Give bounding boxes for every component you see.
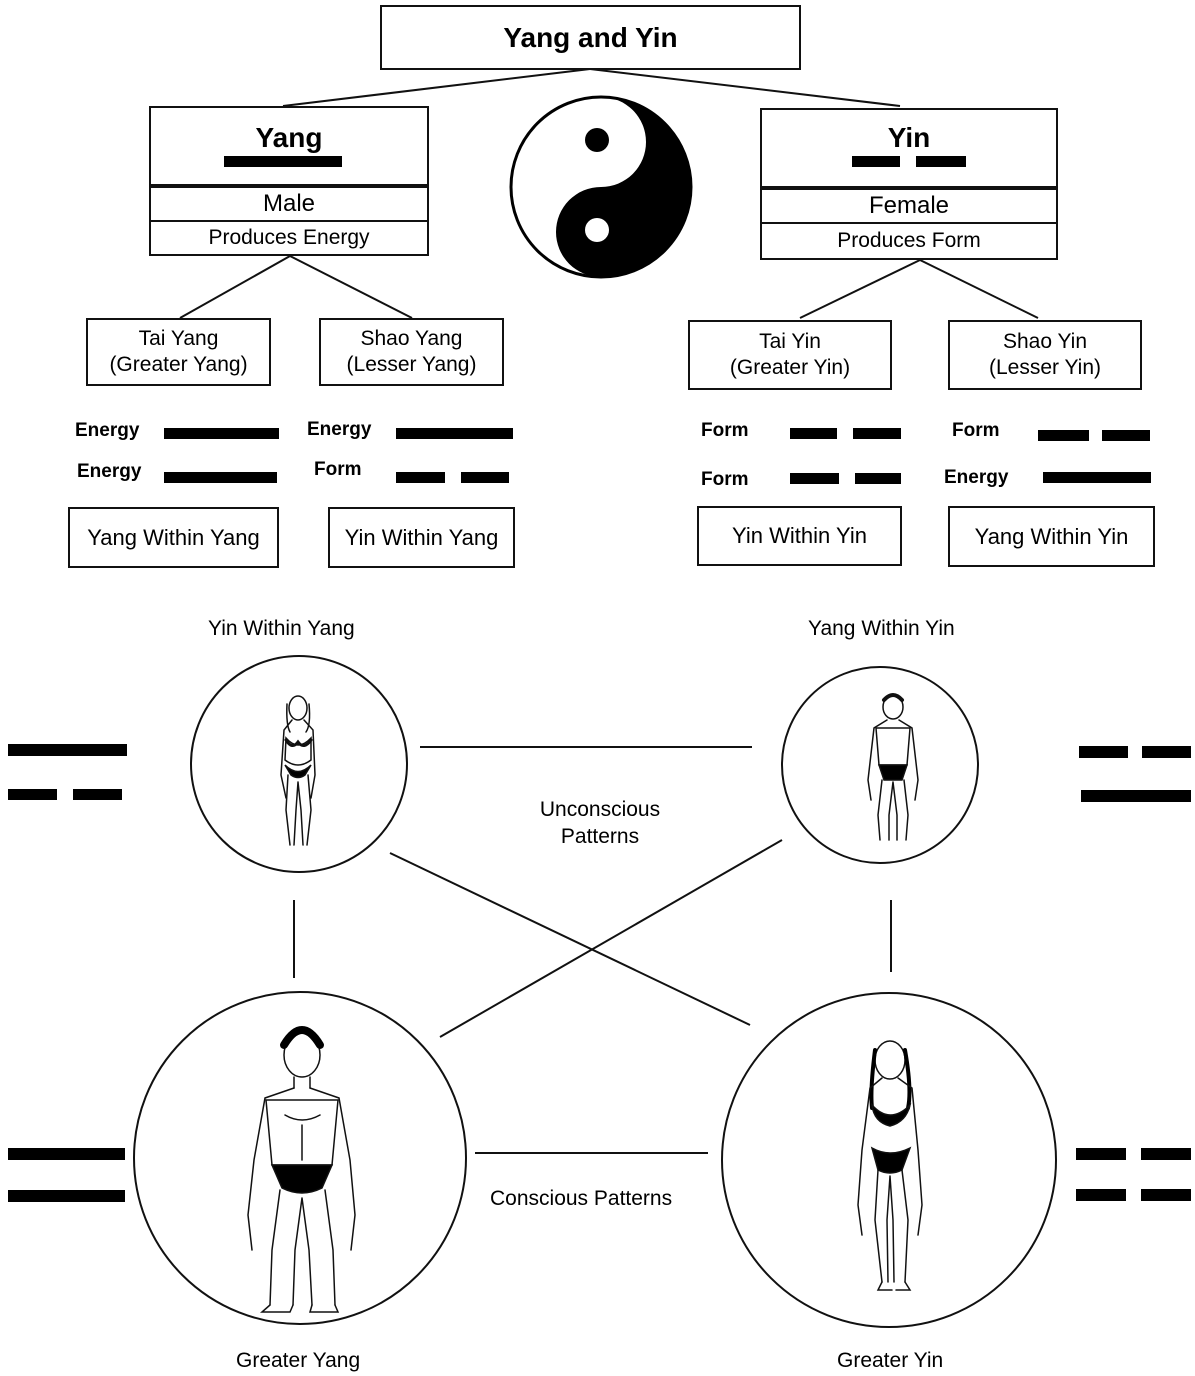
- yang-title: Yang: [255, 122, 323, 153]
- shao-yin-line2-label: Energy: [944, 467, 1009, 488]
- tai-yang-title: Tai Yang (Greater Yang): [109, 326, 248, 376]
- tai-yin-line2-broken-right: [855, 473, 901, 484]
- male-figure-small-icon: [867, 693, 919, 841]
- label-conscious-patterns: Conscious Patterns: [490, 1187, 673, 1210]
- connector-title-yang: [282, 68, 591, 107]
- shao-yin-line2-solid: [1043, 472, 1151, 483]
- circle-greater-yin: [721, 992, 1057, 1328]
- female-figure-large-icon: [857, 1040, 923, 1291]
- yang-gender-box: Male: [149, 186, 429, 222]
- circle-yang-within-yin: [781, 666, 979, 864]
- shao-yang-line2-label: Form: [314, 459, 362, 480]
- yin-produces-box: Produces Form: [760, 222, 1058, 260]
- connector-yang-taiyang: [179, 255, 291, 319]
- shao-yang-box: Shao Yang (Lesser Yang): [319, 318, 504, 386]
- tag-yang-within-yin: Yang Within Yin: [948, 506, 1155, 567]
- side-left-top-line-broken-right: [73, 789, 122, 800]
- shao-yin-line1-broken-right: [1102, 430, 1150, 441]
- tai-yang-box: Tai Yang (Greater Yang): [86, 318, 271, 386]
- shao-yin-title: Shao Yin (Lesser Yin): [988, 329, 1102, 379]
- shao-yin-line1-broken-left: [1038, 430, 1089, 441]
- connector-title-yin: [589, 68, 901, 107]
- yang-gender: Male: [262, 190, 316, 217]
- tai-yin-line2-label: Form: [701, 469, 749, 490]
- yin-broken-line-left: [852, 156, 900, 167]
- connector-yang-shaoyang: [289, 255, 413, 319]
- yang-solid-line: [224, 156, 342, 167]
- side-right-top-line1-broken-right: [1142, 746, 1191, 758]
- shao-yin-line1-label: Form: [952, 420, 1000, 441]
- tag-yang-within-yin-text: Yang Within Yin: [974, 523, 1129, 549]
- yin-produces: Produces Form: [837, 229, 981, 252]
- tai-yang-line2-solid: [164, 472, 277, 483]
- side-right-bottom-line2-broken-right: [1141, 1189, 1191, 1201]
- tai-yin-line1-broken-right: [853, 428, 901, 439]
- tag-yin-within-yin-text: Yin Within Yin: [732, 523, 867, 548]
- yin-gender-box: Female: [760, 188, 1058, 224]
- side-right-bottom-line1-broken-left: [1076, 1148, 1126, 1160]
- shao-yang-line2-broken-right: [461, 472, 509, 483]
- tai-yin-title: Tai Yin (Greater Yin): [729, 329, 851, 379]
- title-text: Yang and Yin: [503, 21, 678, 53]
- male-figure-large-icon: [247, 1026, 356, 1313]
- side-right-bottom-line1-broken-right: [1141, 1148, 1191, 1160]
- label-top-right-figure: Yang Within Yin: [808, 617, 955, 640]
- side-left-bottom-line1-solid: [8, 1148, 125, 1160]
- tai-yin-line1-broken-left: [790, 428, 837, 439]
- shao-yang-line1-solid: [396, 428, 513, 439]
- tai-yang-line2-label: Energy: [77, 461, 142, 482]
- connector-yin-shaoyin: [919, 259, 1039, 319]
- tai-yin-line2-broken-left: [790, 473, 839, 484]
- shao-yang-line2-broken-left: [396, 472, 445, 483]
- tai-yang-line1-solid: [164, 428, 279, 439]
- circle-greater-yang: [133, 991, 467, 1325]
- tag-yin-within-yang: Yin Within Yang: [328, 507, 515, 568]
- connector-diagonal-down: [389, 852, 751, 1026]
- side-left-top-line-broken-left: [8, 789, 57, 800]
- side-left-bottom-line2-solid: [8, 1190, 125, 1202]
- circle-yin-within-yang: [190, 655, 408, 873]
- yin-yang-symbol-icon: [509, 95, 693, 279]
- tag-yang-within-yang-text: Yang Within Yang: [87, 524, 260, 550]
- tai-yin-line1-label: Form: [701, 420, 749, 441]
- side-right-top-line1-broken-left: [1079, 746, 1128, 758]
- label-bottom-right-figure: Greater Yin: [837, 1349, 944, 1372]
- connector-diagonal-up: [439, 839, 783, 1038]
- yin-broken-line-right: [916, 156, 966, 167]
- yin-title: Yin: [887, 122, 931, 153]
- label-unconscious-patterns: Unconscious Patterns: [539, 798, 661, 849]
- side-right-top-line2-solid: [1081, 790, 1191, 802]
- connector-yin-taiyin: [799, 259, 921, 319]
- yin-gender: Female: [868, 192, 950, 219]
- tag-yin-within-yin: Yin Within Yin: [697, 506, 902, 566]
- female-figure-small-icon: [280, 695, 316, 846]
- tai-yin-box: Tai Yin (Greater Yin): [688, 320, 892, 390]
- tag-yang-within-yang: Yang Within Yang: [68, 507, 279, 568]
- yang-produces-box: Produces Energy: [149, 220, 429, 256]
- tag-yin-within-yang-text: Yin Within Yang: [344, 524, 499, 550]
- yang-title-box: Yang: [149, 106, 429, 186]
- tai-yang-line1-label: Energy: [75, 420, 140, 441]
- label-bottom-left-figure: Greater Yang: [236, 1349, 361, 1372]
- side-right-bottom-line2-broken-left: [1076, 1189, 1126, 1201]
- label-top-left-figure: Yin Within Yang: [208, 617, 355, 640]
- title-box: Yang and Yin: [380, 5, 801, 70]
- side-left-top-line-solid: [8, 744, 127, 756]
- yin-title-box: Yin: [760, 108, 1058, 188]
- yang-produces: Produces Energy: [208, 226, 370, 249]
- shao-yang-title: Shao Yang (Lesser Yang): [346, 326, 477, 376]
- shao-yin-box: Shao Yin (Lesser Yin): [948, 320, 1142, 390]
- shao-yang-line1-label: Energy: [307, 419, 372, 440]
